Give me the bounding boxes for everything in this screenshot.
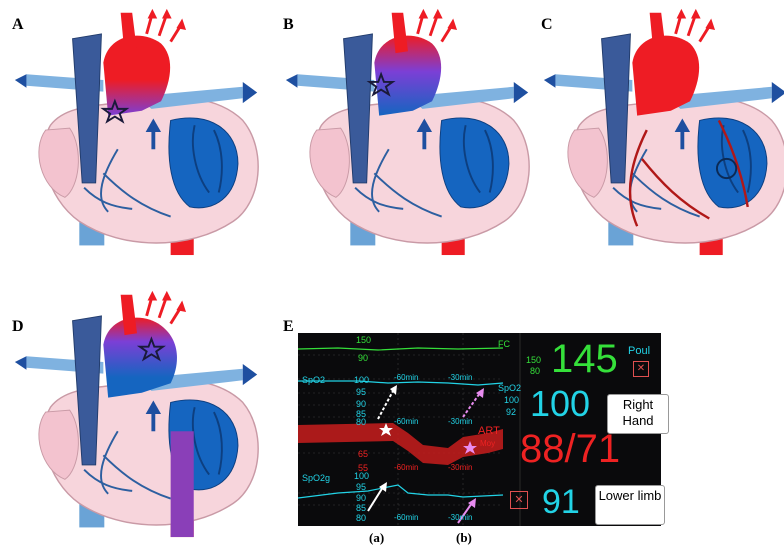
art-tick: 65	[358, 449, 368, 459]
spo2-limb-tick: 85	[356, 503, 366, 513]
art-time: -30min	[448, 463, 472, 472]
heart-diagram-c	[541, 0, 784, 262]
spo2-limb-time: -60min	[394, 513, 418, 522]
alarm-off-icon[interactable]: ✕	[633, 361, 649, 377]
spo2-limb-label: SpO2g	[302, 473, 330, 483]
art-time: -60min	[394, 463, 418, 472]
fc-scale-top: 150	[526, 355, 541, 365]
art-value: 88/71	[520, 427, 620, 472]
spo2-hand-value: 100	[530, 383, 590, 425]
panel-letter-e: E	[283, 318, 294, 336]
right-hand-label: Right Hand	[607, 394, 669, 434]
spo2-hand-tick: 90	[356, 399, 366, 409]
spo2-hand-scale-top: 100	[504, 395, 519, 405]
caption-b: (b)	[456, 530, 472, 546]
spo2-limb-value: 91	[542, 483, 580, 522]
spo2-limb-tick: 100	[354, 471, 369, 481]
spo2-hand-time: -30min	[448, 417, 472, 426]
alarm-off-icon[interactable]: ✕	[510, 491, 528, 509]
pouls-label: Poul	[628, 345, 650, 357]
caption-a: (a)	[369, 530, 384, 546]
spo2-hand-label: SpO2	[302, 375, 325, 385]
spo2-limb-time: -30min	[448, 513, 472, 522]
heart-diagram-a	[12, 0, 262, 262]
spo2-limb-tick: 95	[356, 482, 366, 492]
spo2-hand-time: -60min	[394, 417, 418, 426]
spo2-hand-time: -30min	[448, 373, 472, 382]
fc-label: FC	[498, 339, 510, 349]
fc-tick: 90	[358, 353, 368, 363]
spo2-hand-time: -60min	[394, 373, 418, 382]
spo2-limb-tick: 90	[356, 493, 366, 503]
spo2-hand-label-right: SpO2	[498, 383, 521, 393]
fc-scale-bottom: 80	[530, 366, 540, 376]
fc-value: 145	[551, 337, 618, 382]
spo2-hand-tick: 95	[356, 387, 366, 397]
heart-diagram-d	[12, 282, 262, 544]
lower-limb-label: Lower limb	[595, 485, 665, 525]
art-label: ART	[478, 425, 500, 437]
spo2-hand-tick: 100	[354, 375, 369, 385]
spo2-hand-scale-bottom: 92	[506, 407, 516, 417]
heart-diagram-b	[283, 0, 533, 262]
art-sublabel: Moy	[480, 439, 495, 448]
spo2-limb-tick: 80	[356, 513, 366, 523]
spo2-hand-tick: 80	[356, 417, 366, 427]
fc-tick: 150	[356, 335, 371, 345]
